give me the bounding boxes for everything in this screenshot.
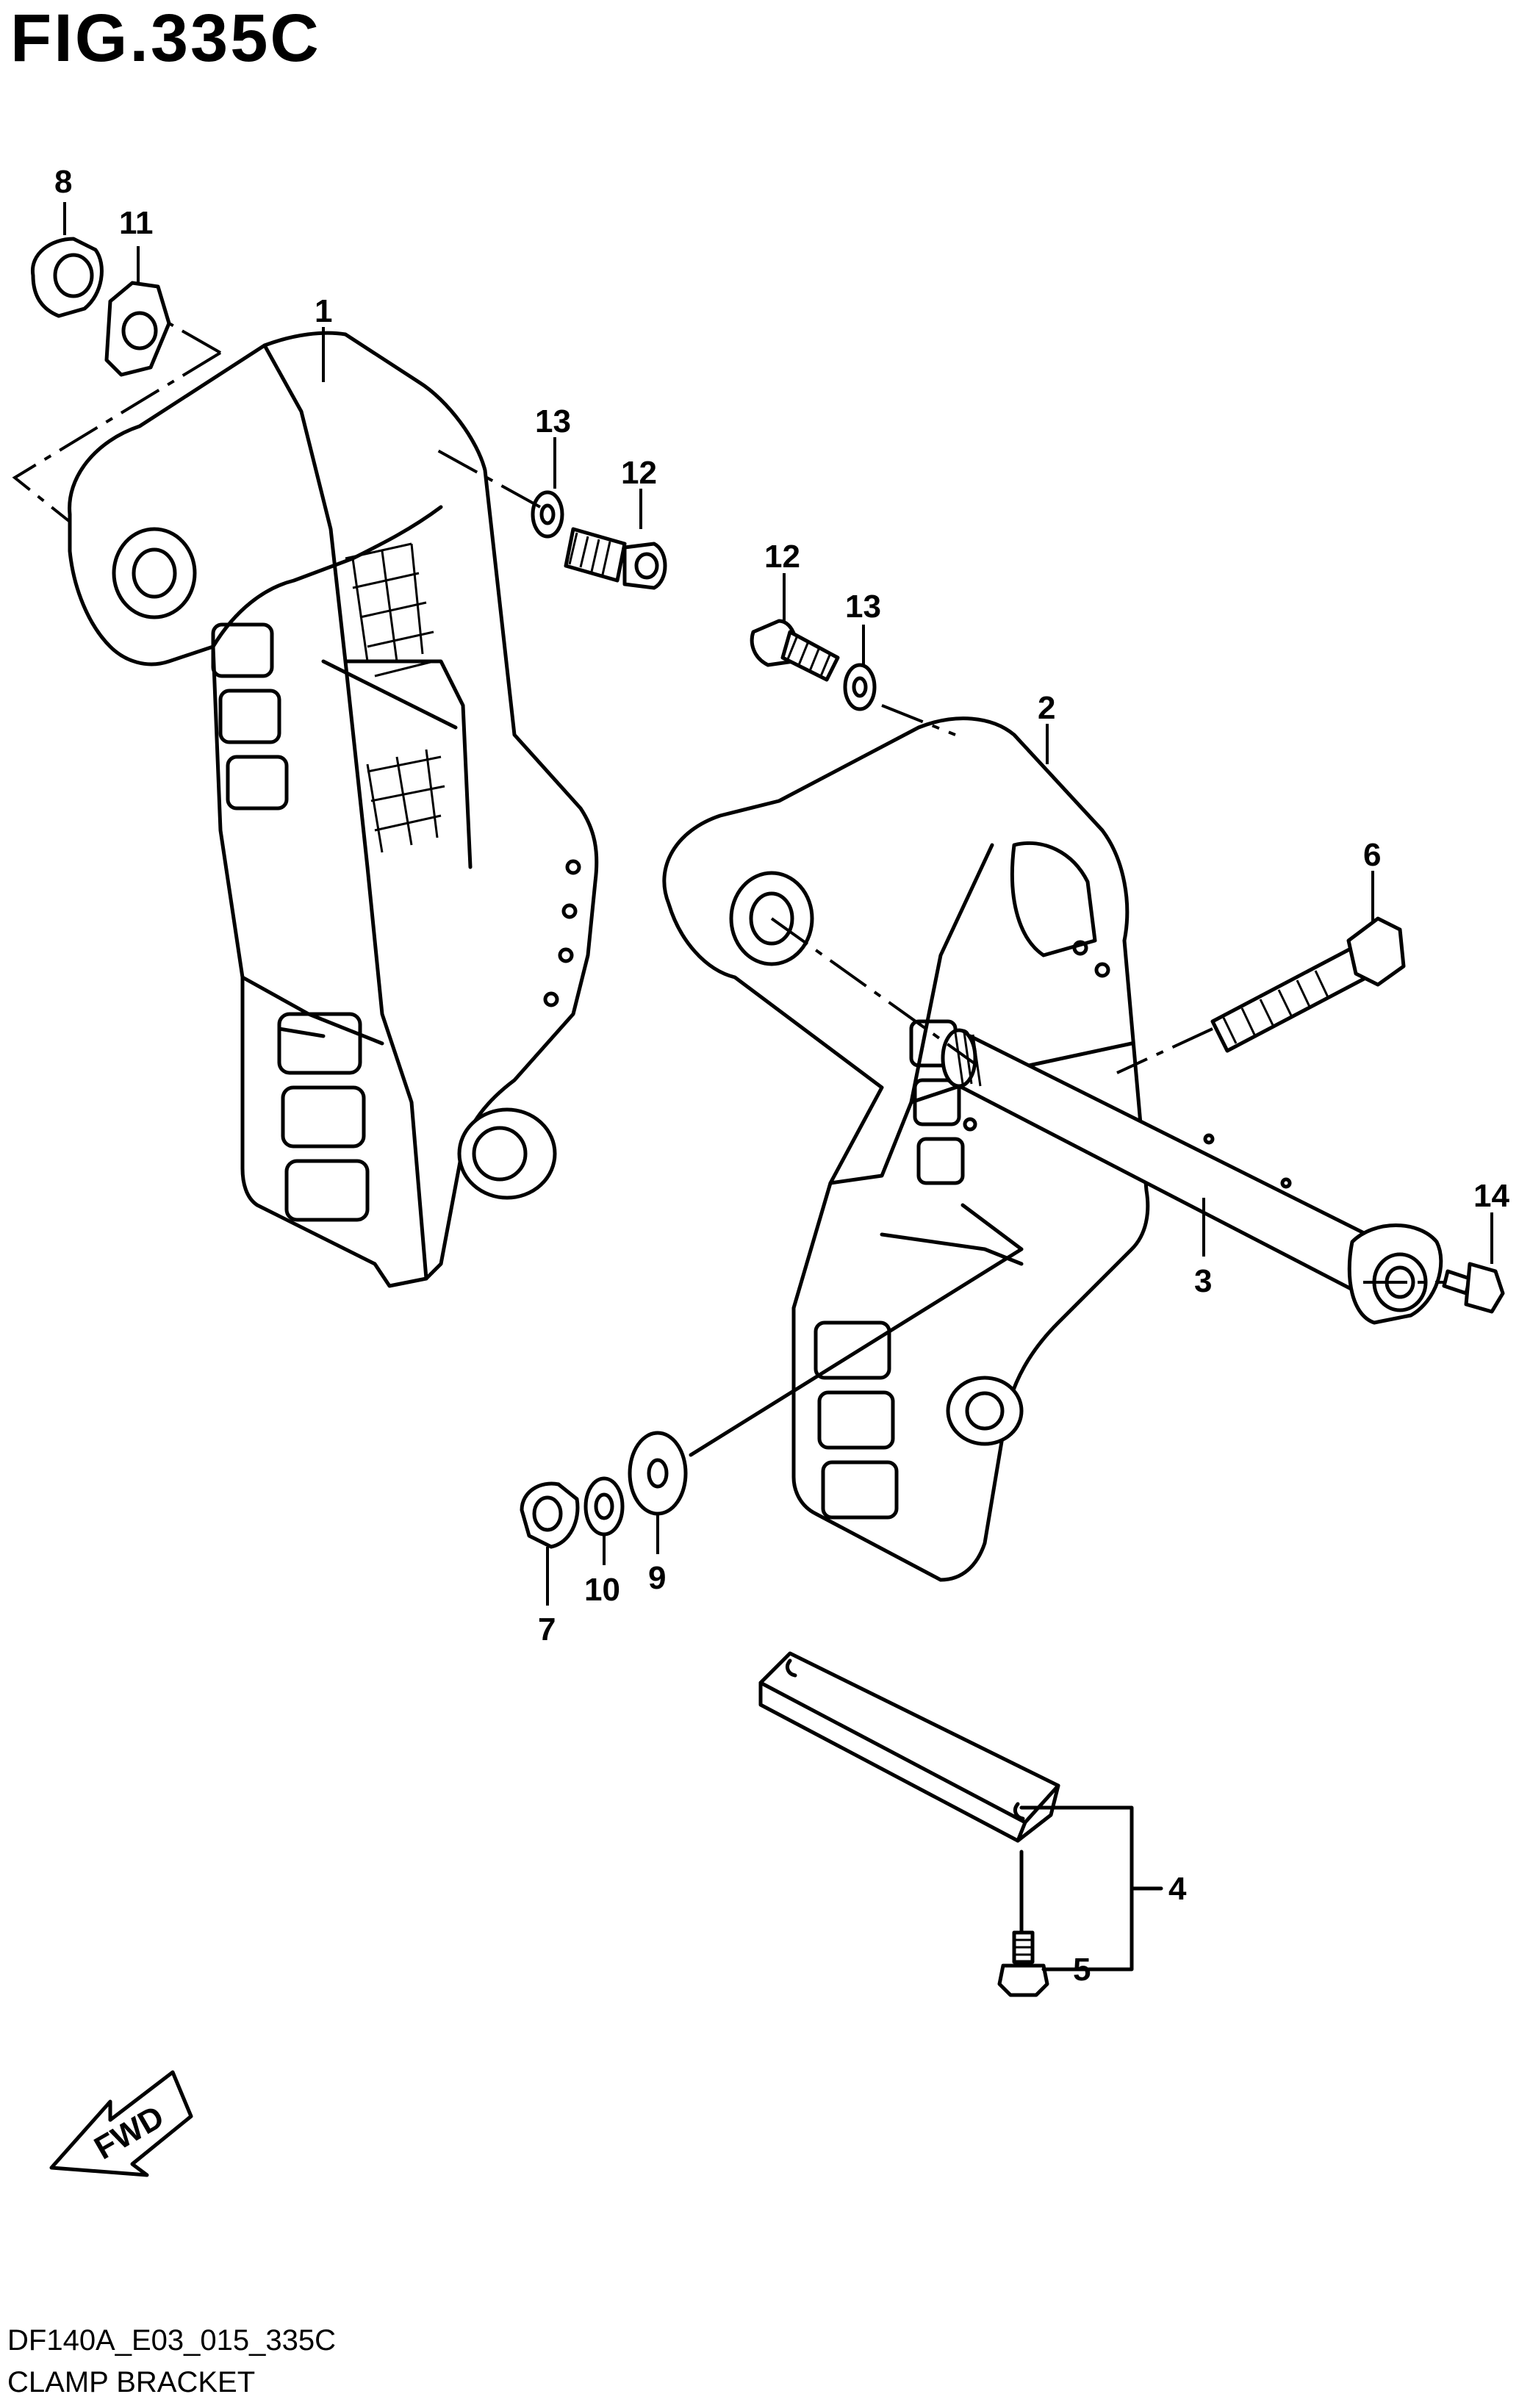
callout-10: 10: [584, 1572, 620, 1608]
callout-11: 11: [119, 205, 154, 241]
callout-4: 4: [1168, 1871, 1187, 1907]
flat-washer-9: [628, 1431, 688, 1516]
nut-8: [31, 237, 104, 318]
washer-13-upper-right: [843, 663, 877, 711]
washer-13-upper-left: [531, 490, 564, 539]
bolt-14: [1442, 1262, 1505, 1314]
starboard-clamp-bracket: [662, 716, 1150, 1582]
callout-8: 8: [54, 164, 72, 200]
bolt-12-upper-left: [564, 527, 667, 590]
callout-6: 6: [1363, 837, 1381, 873]
figure-code: DF140A_E03_015_335C: [7, 2324, 337, 2357]
lock-washer-10: [583, 1476, 625, 1537]
bolt-5: [997, 1930, 1049, 1997]
tilt-tube: [941, 1028, 1443, 1325]
callout-1: 1: [315, 293, 332, 329]
callout-14: 14: [1473, 1178, 1509, 1214]
figure-name: CLAMP BRACKET: [7, 2366, 256, 2398]
bolt-12-upper-right: [750, 619, 840, 682]
callout-12-upper-right: 12: [764, 539, 800, 575]
nut-7: [520, 1481, 580, 1549]
callout-13-upper-left: 13: [535, 403, 571, 439]
callout-5: 5: [1073, 1952, 1091, 1988]
port-clamp-bracket: [68, 331, 599, 1288]
fwd-arrow-icon: FWD: [49, 2070, 193, 2177]
callout-9: 9: [648, 1560, 666, 1596]
callout-13-upper-right: 13: [845, 589, 881, 625]
callout-2: 2: [1038, 690, 1055, 726]
assembly-lines: [12, 322, 1444, 1972]
callout-12-upper-left: 12: [621, 455, 657, 491]
long-bolt: [1210, 916, 1406, 1053]
callout-3: 3: [1194, 1263, 1212, 1299]
callout-leaders: [63, 202, 1493, 1606]
figure-title: FIG.335C: [10, 1, 321, 76]
callout-labels: 8 11 1 13 12 12 13 2 6 14 3 9 10 7 4 5: [54, 164, 1509, 1988]
plate-4: [758, 1651, 1060, 1843]
plate-11: [104, 281, 171, 377]
callout-7: 7: [538, 1611, 556, 1647]
